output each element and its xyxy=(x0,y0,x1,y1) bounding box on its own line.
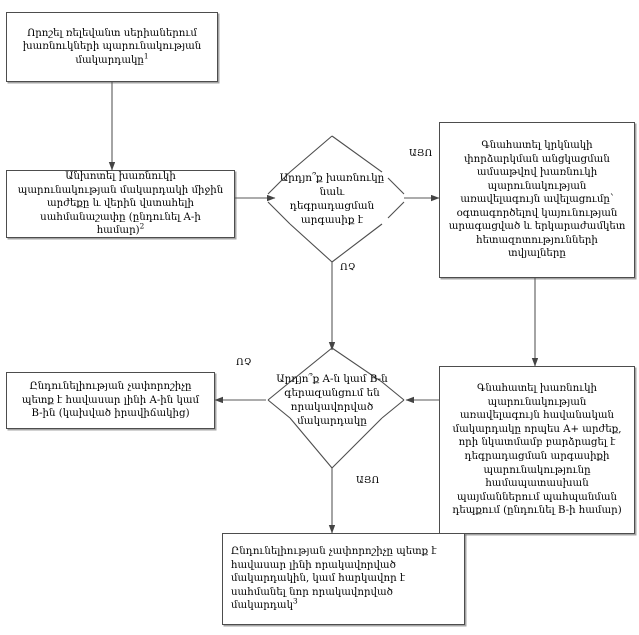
node-acceptance-a-or-b-text: Ընդունելիության չափորոշիչը պետք է հավասա… xyxy=(21,381,200,420)
decision-does-a-or-b-exceed-qualified-level: Արդյո՞ք A-ն կամ B-ն գերազանցում են որակա… xyxy=(270,364,394,436)
decision-2-text: Արդյո՞ք A-ն կամ B-ն գերազանցում են որակա… xyxy=(276,372,388,428)
footnote-marker-2: 2 xyxy=(139,221,145,231)
node-estimate-max-increase-text: Գնահատել կրկնակի փորձարկման անցկացման ամ… xyxy=(448,139,626,260)
node-acceptance-criterion-equals-qualified-level: Ընդունելիության չափորոշիչը պետք է հավասա… xyxy=(222,533,465,625)
edge-label-no-down: ՈՉ xyxy=(340,262,356,273)
edge-label-yes-down: ԱՅՈ xyxy=(356,475,380,486)
node-acceptance-criterion-equals-a-or-b: Ընդունելիության չափորոշիչը պետք է հավասա… xyxy=(6,372,215,429)
node-determine-impurity-level-text: Որոշել ռելեվանտ սերիաներում խառնուկների … xyxy=(22,27,202,66)
node-determine-impurity-level: Որոշել ռելեվանտ սերիաներում խառնուկների … xyxy=(6,12,218,82)
node-estimate-mean-text: Անխոտել խառնուկի պարունակության մակարդակ… xyxy=(17,171,224,237)
footnote-marker-1: 1 xyxy=(143,51,149,61)
decision-1-text: Արդյո՞ք խառնուկը նաև դեգրադացման արգասիք… xyxy=(279,171,385,227)
edge-label-no-left: ՈՉ xyxy=(236,357,252,368)
node-acceptance-qualified-text: Ընդունելիության չափորոշիչը պետք է հավասա… xyxy=(231,546,437,612)
node-estimate-max-probable-text: Գնահատել խառնուկի պարունակության առավելա… xyxy=(452,383,622,517)
decision-is-impurity-degradation-product: Արդյո՞ք խառնուկը նաև դեգրադացման արգասիք… xyxy=(272,160,392,238)
edge-label-yes-right: ԱՅՈ xyxy=(409,148,433,159)
footnote-marker-3: 3 xyxy=(293,596,298,606)
node-estimate-max-increase-at-retest-date: Գնահատել կրկնակի փորձարկման անցկացման ամ… xyxy=(439,122,635,278)
node-estimate-max-probable-level-b: Գնահատել խառնուկի պարունակության առավելա… xyxy=(439,366,635,534)
node-estimate-mean-and-upper-confidence-limit: Անխոտել խառնուկի պարունակության մակարդակ… xyxy=(6,170,235,238)
